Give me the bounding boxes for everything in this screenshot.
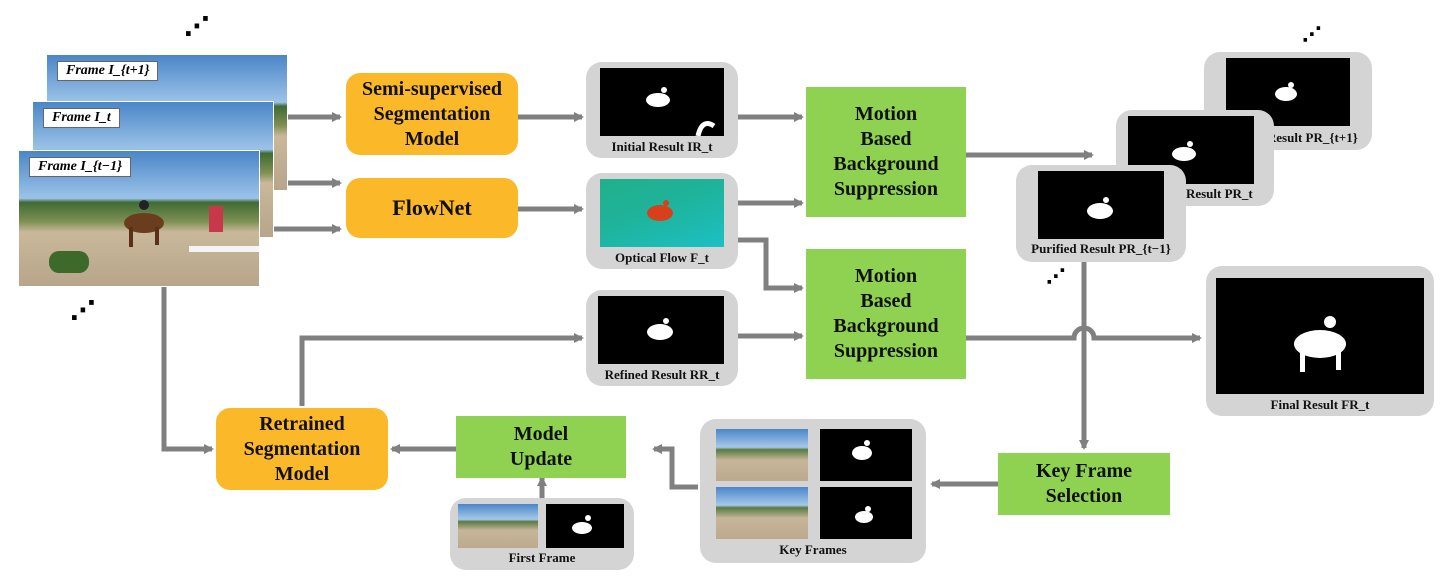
ellipsis-top: ⋰ bbox=[184, 12, 210, 42]
first-frame-caption: First Frame bbox=[508, 550, 576, 565]
key-frame-photo-1 bbox=[716, 429, 808, 481]
motion-background-suppression-1: Motion Based Background Suppression bbox=[806, 87, 966, 217]
semi-supervised-segmentation-model: Semi-supervised Segmentation Model bbox=[346, 73, 518, 155]
optical-flow-panel: Optical Flow F_t bbox=[586, 173, 738, 269]
purified-result-previous-panel: Purified Result PR_{t−1} bbox=[1016, 165, 1186, 262]
arrow-retrained-to-refined bbox=[299, 333, 584, 406]
frame-label-current: Frame I_t bbox=[43, 108, 120, 128]
final-result-caption: Final Result FR_t bbox=[1270, 397, 1370, 412]
final-result-panel: Final Result FR_t bbox=[1206, 266, 1434, 416]
key-frames-panel: Key Frames bbox=[700, 419, 926, 563]
retrained-segmentation-model: Retrained Segmentation Model bbox=[216, 408, 388, 490]
refined-result-caption: Refined Result RR_t bbox=[604, 367, 720, 382]
refined-result-mask bbox=[598, 296, 724, 364]
final-result-mask bbox=[1216, 278, 1424, 394]
arrow-frames-to-retrained bbox=[161, 286, 214, 454]
arrow-flow-to-motion2 bbox=[738, 237, 804, 293]
optical-flow-caption: Optical Flow F_t bbox=[615, 250, 709, 265]
optical-flow-image bbox=[600, 179, 724, 247]
input-frame-previous: Frame I_{t−1} bbox=[18, 150, 260, 287]
purified-result-previous-mask bbox=[1038, 171, 1164, 239]
initial-result-panel: Initial Result IR_t bbox=[586, 62, 738, 158]
ellipsis-purified-top: ⋰ bbox=[1302, 22, 1322, 46]
horse-rider-photo bbox=[49, 200, 259, 273]
refined-result-panel: Refined Result RR_t bbox=[586, 290, 738, 386]
first-frame-panel: First Frame bbox=[450, 498, 634, 570]
frame-label-next: Frame I_{t+1} bbox=[57, 61, 159, 81]
key-frame-photo-2 bbox=[716, 487, 808, 539]
first-frame-mask bbox=[546, 504, 624, 548]
purified-result-previous-caption: Purified Result PR_{t−1} bbox=[1031, 241, 1171, 256]
first-frame-photo bbox=[458, 504, 538, 548]
flownet-box: FlowNet bbox=[346, 178, 518, 238]
key-frame-mask-2 bbox=[820, 487, 912, 539]
key-frame-mask-1 bbox=[820, 429, 912, 481]
ellipsis-bottom: ⋰ bbox=[70, 296, 96, 326]
model-update-box: Model Update bbox=[456, 416, 626, 478]
motion-background-suppression-2: Motion Based Background Suppression bbox=[806, 249, 966, 379]
arrow-keyframes-to-model-update bbox=[652, 444, 698, 490]
frame-label-previous: Frame I_{t−1} bbox=[29, 157, 131, 177]
key-frame-selection-box: Key Frame Selection bbox=[998, 453, 1170, 515]
initial-result-mask bbox=[600, 68, 724, 136]
ellipsis-purified-bottom: ⋰ bbox=[1046, 264, 1066, 288]
key-frames-caption: Key Frames bbox=[779, 542, 847, 557]
initial-result-caption: Initial Result IR_t bbox=[611, 139, 713, 154]
